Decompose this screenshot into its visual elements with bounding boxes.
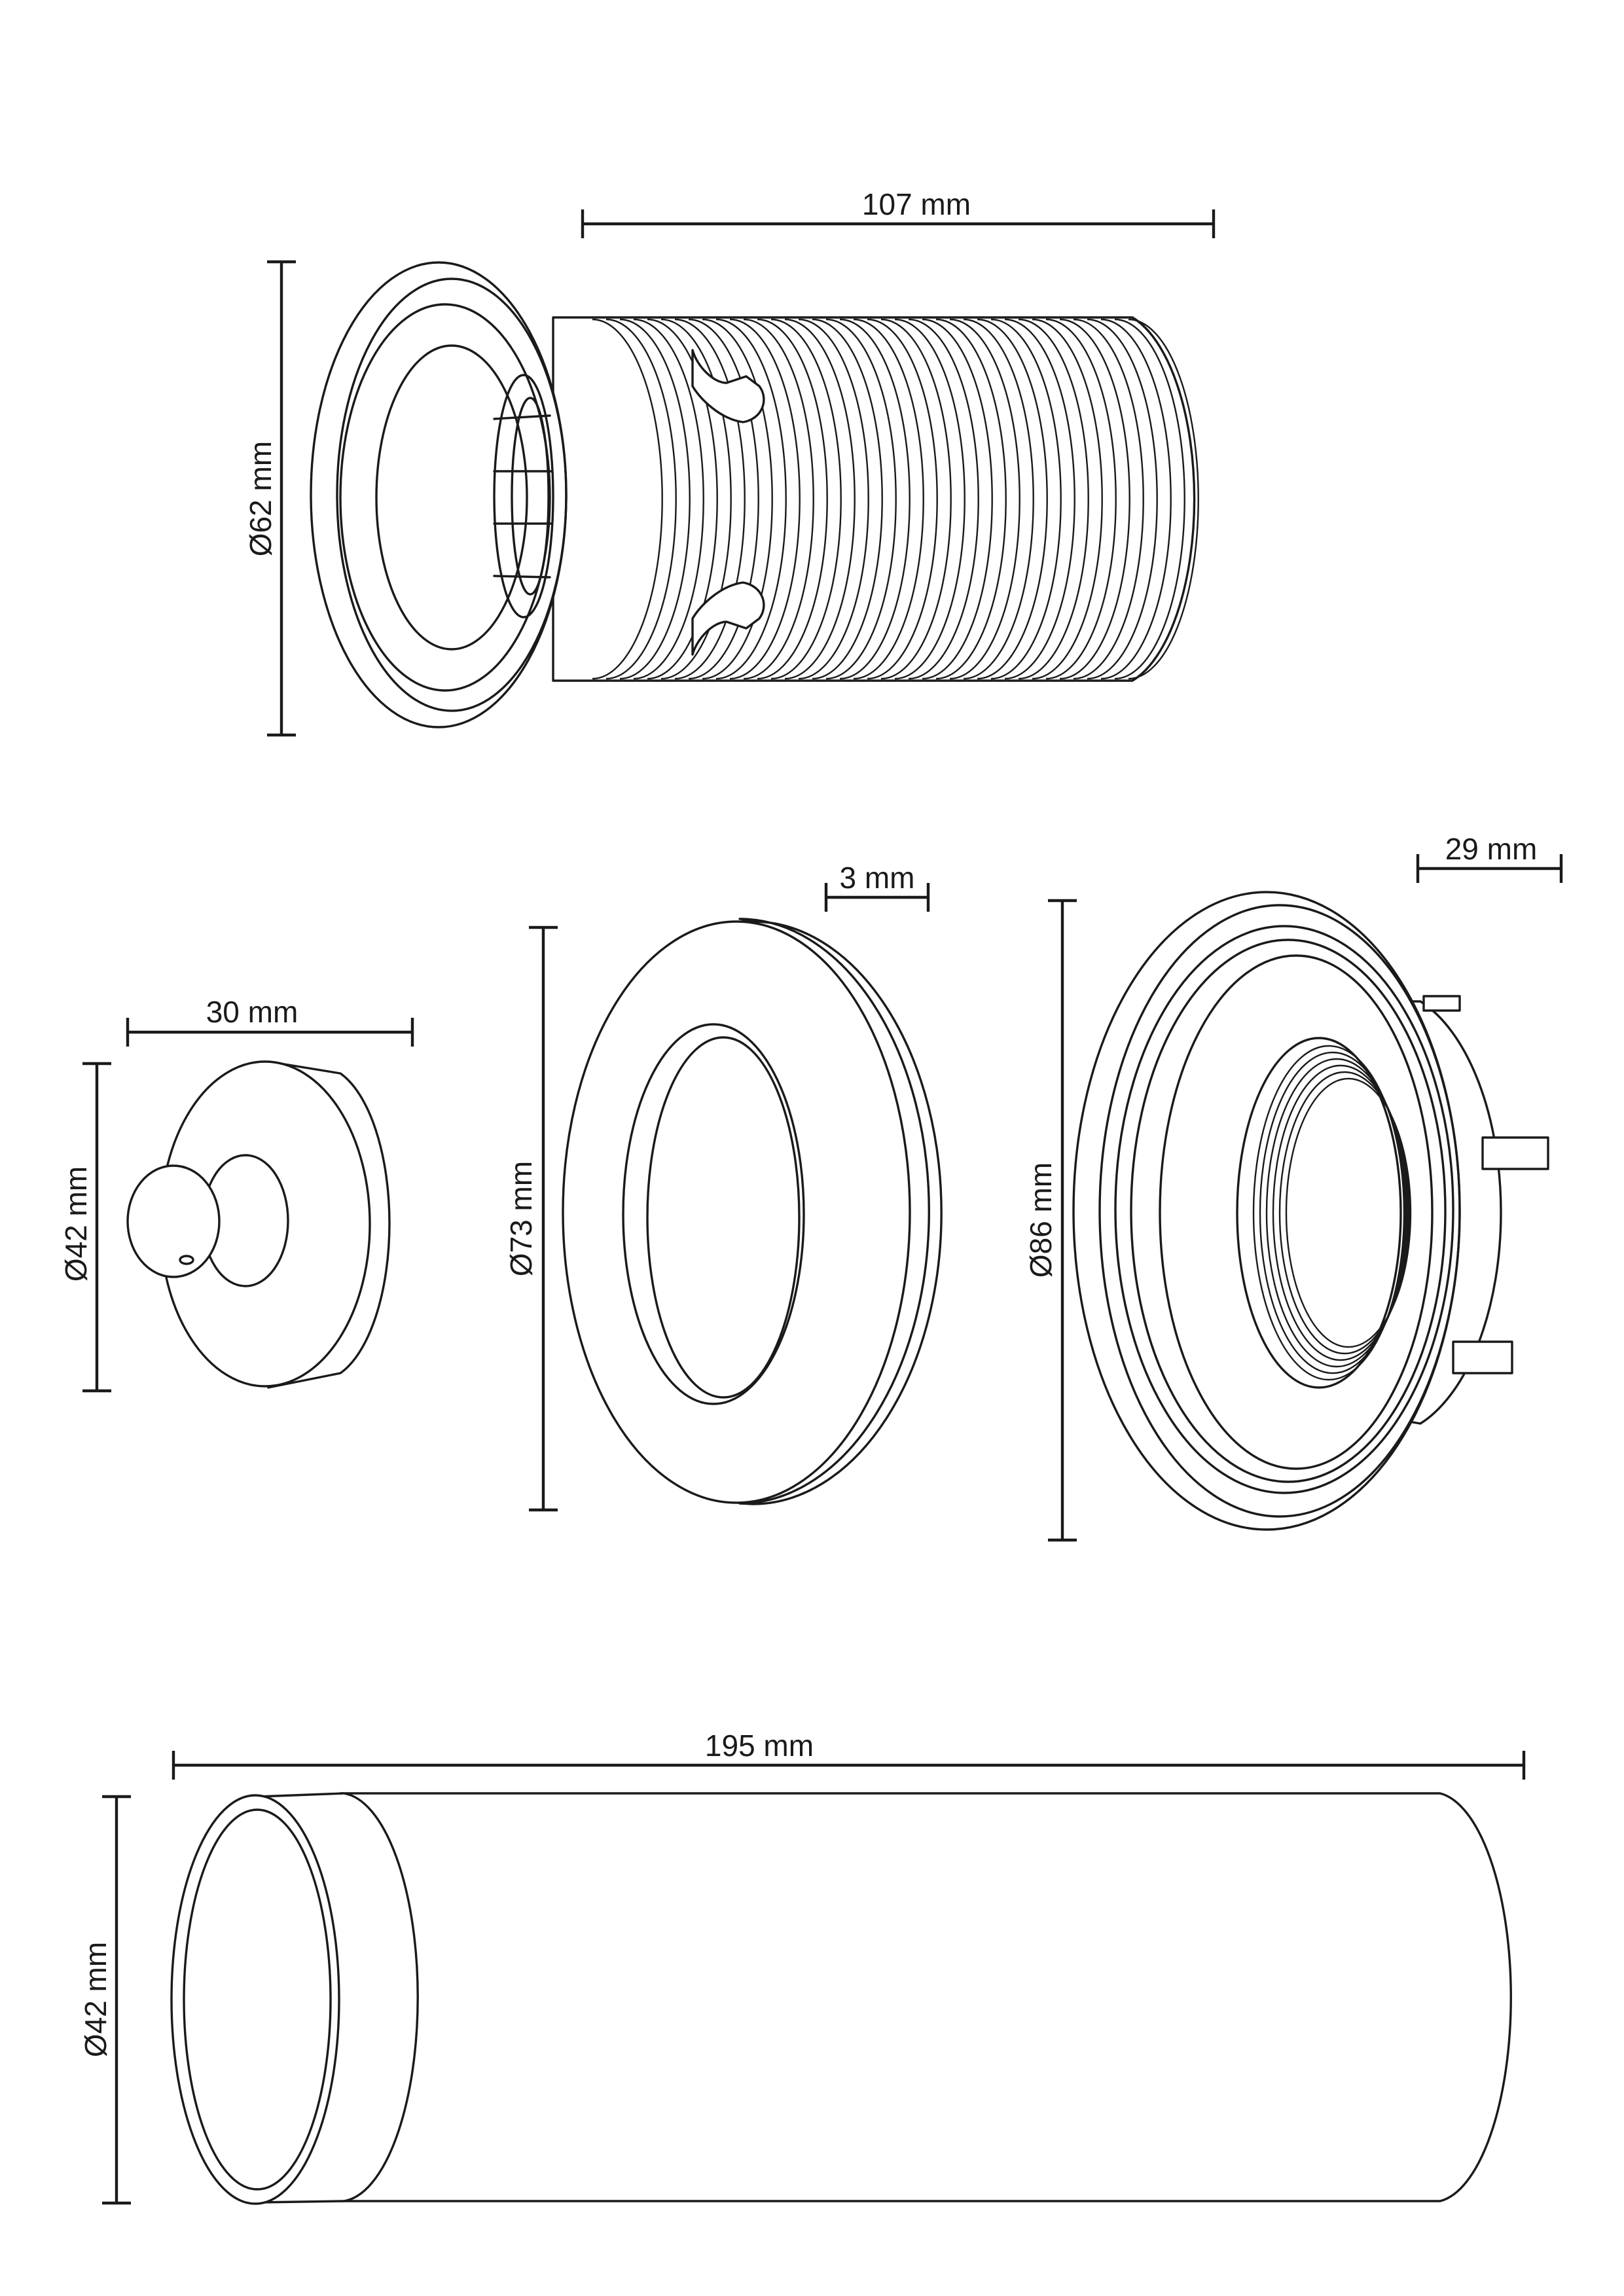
thread-notch-upper: [691, 349, 765, 423]
thread-ridge: [853, 318, 924, 680]
dimension-label-d73mm: Ø73 mm: [504, 1161, 538, 1276]
thread-ridge: [770, 318, 842, 680]
dimension-29mm: 29 mm: [1416, 832, 1563, 883]
dimension-label-d62mm: Ø62 mm: [244, 441, 278, 556]
dimension-d42mm-tube: Ø42 mm: [79, 1795, 131, 2205]
waste-flange: [310, 261, 568, 728]
dimension-d86mm: Ø86 mm: [1024, 899, 1077, 1542]
thread-ridge: [1114, 318, 1185, 680]
thread-ridge: [990, 318, 1062, 680]
back-nut: [1072, 891, 1549, 1531]
thread-ridge: [619, 318, 691, 680]
thread-ridge: [647, 318, 718, 680]
threaded-waste-body: [310, 261, 1199, 728]
dimension-label-3mm: 3 mm: [840, 861, 915, 895]
thread-ridge: [798, 318, 869, 680]
thread-ridge: [660, 318, 732, 680]
thread-ridge: [1032, 318, 1103, 680]
thread-ridge: [922, 318, 993, 680]
nut-thread-ring: [1265, 1058, 1408, 1368]
thread-notch-lower: [691, 581, 765, 656]
threaded-barrel: [552, 316, 1199, 682]
thread-ridge: [963, 318, 1034, 680]
dimension-label-29mm: 29 mm: [1445, 832, 1538, 866]
dimension-3mm: 3 mm: [824, 861, 930, 912]
thread-ridge: [839, 318, 911, 680]
thread-ridge: [908, 318, 979, 680]
thread-ridge: [1128, 318, 1199, 680]
plug-stopper: [126, 1060, 391, 1389]
dimension-label-d42mm-plug: Ø42 mm: [59, 1166, 93, 1282]
thread-ridge: [743, 318, 814, 680]
nut-thread-ring: [1285, 1077, 1412, 1348]
nut-thread-ring: [1259, 1051, 1407, 1374]
plug-knob: [126, 1164, 221, 1278]
thread-ridge: [1073, 318, 1144, 680]
thread-ridge: [757, 318, 828, 680]
thread-ridge: [715, 318, 787, 680]
thread-ridge: [784, 318, 856, 680]
dimension-d62mm: Ø62 mm: [244, 260, 296, 737]
flat-washer: [562, 918, 943, 1505]
thread-ridge: [867, 318, 938, 680]
thread-ridge: [1059, 318, 1130, 680]
dimension-107mm: 107 mm: [581, 187, 1216, 238]
nut-thread-ring: [1272, 1064, 1409, 1361]
thread-ridge: [1100, 318, 1172, 680]
thread-ridge: [1018, 318, 1089, 680]
thread-ridge: [977, 318, 1048, 680]
dimension-d42mm-plug: Ø42 mm: [59, 1062, 111, 1393]
nut-thread-ring: [1252, 1045, 1405, 1381]
dimension-label-195mm: 195 mm: [705, 1729, 814, 1763]
thread-ridge: [949, 318, 1020, 680]
thread-ridge: [1004, 318, 1075, 680]
thread-ridge: [825, 318, 897, 680]
thread-ridge: [729, 318, 801, 680]
strainer-grate: [493, 374, 554, 619]
thread-ridge: [935, 318, 1007, 680]
thread-ridge: [1087, 318, 1158, 680]
dimension-label-30mm: 30 mm: [206, 995, 298, 1029]
back-nut-inner-thread: [1236, 1037, 1412, 1389]
thread-ridge: [894, 318, 965, 680]
thread-ridge: [880, 318, 952, 680]
dimension-label-107mm: 107 mm: [862, 187, 971, 221]
dimension-195mm: 195 mm: [171, 1729, 1526, 1780]
overflow-tube: [170, 1792, 1512, 2205]
thread-ridge: [633, 318, 704, 680]
dimension-30mm: 30 mm: [126, 995, 414, 1047]
thread-ridge: [605, 318, 677, 680]
dimension-label-d86mm: Ø86 mm: [1024, 1162, 1058, 1278]
dimension-label-d42mm-tube: Ø42 mm: [79, 1942, 113, 2057]
thread-ridge: [592, 318, 663, 680]
thread-ridge: [1045, 318, 1117, 680]
thread-ridge: [674, 318, 746, 680]
thread-ridge: [812, 318, 883, 680]
nut-thread-ring: [1278, 1071, 1411, 1355]
dimension-d73mm: Ø73 mm: [504, 925, 558, 1512]
thread-ridge: [688, 318, 759, 680]
thread-ridge: [702, 318, 773, 680]
